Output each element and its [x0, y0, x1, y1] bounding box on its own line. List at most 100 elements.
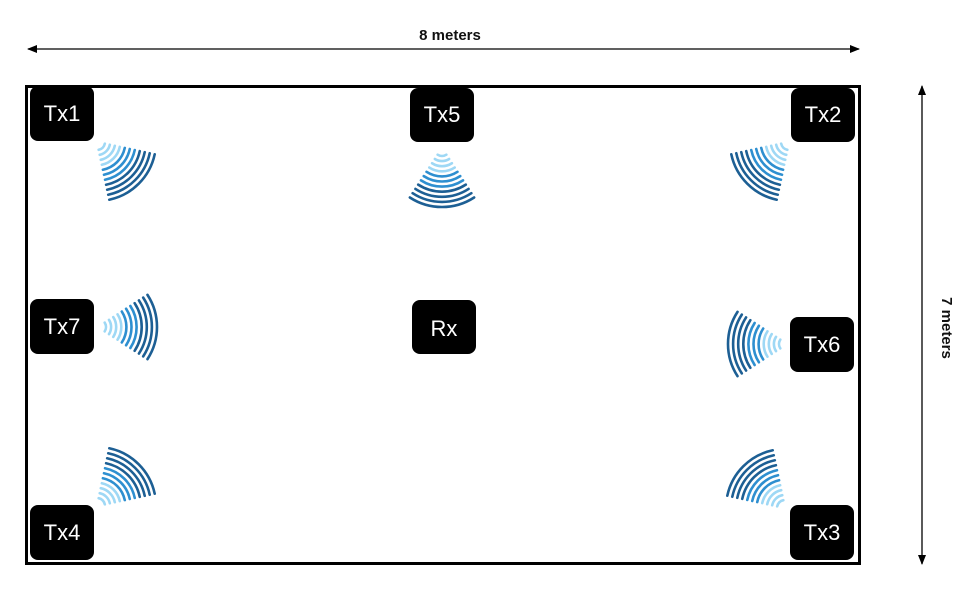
signal-wave-arc [106, 151, 152, 197]
signal-wave-arc [133, 301, 143, 353]
signal-wave-arc [98, 143, 112, 157]
transmitter-tx5: Tx5 [410, 88, 474, 142]
signal-wave-arc [102, 471, 132, 501]
signal-wave-arc [141, 296, 154, 358]
signal-wave-arc [101, 476, 127, 502]
signal-wave-arc [749, 148, 783, 182]
transmitter-tx4: Tx4 [30, 505, 94, 560]
signal-waves-icon [97, 142, 157, 202]
signal-wave-arc [754, 147, 784, 177]
signal-wave-arc [100, 145, 122, 167]
transmitter-label: Tx6 [804, 332, 841, 357]
signal-wave-arc [100, 481, 122, 503]
signal-wave-arc [729, 152, 779, 202]
transmitter-label: Tx5 [424, 102, 461, 127]
signal-wave-arc [428, 166, 456, 173]
height-dimension-label: 7 meters [938, 297, 955, 359]
transmitter-tx2: Tx2 [791, 88, 855, 142]
room-boundary [25, 85, 861, 565]
receiver-rx: Rx [412, 300, 476, 354]
signal-wave-arc [765, 488, 783, 506]
transmitter-tx6: Tx6 [790, 317, 854, 372]
signal-wave-arc [124, 307, 133, 347]
signal-wave-arc [104, 149, 142, 187]
signal-wave-arc [419, 179, 465, 188]
signal-waves-icon [726, 310, 782, 378]
transmitter-label: Tx3 [804, 520, 841, 545]
signal-waves-icon [729, 142, 789, 202]
signal-wave-arc [770, 493, 784, 507]
signal-wave-arc [769, 144, 787, 162]
signal-wave-arc [99, 486, 117, 504]
transmitter-label: Tx4 [44, 520, 81, 545]
transmitter-label: Tx2 [805, 102, 842, 127]
signal-wave-arc [745, 468, 779, 502]
signal-wave-arc [755, 478, 781, 504]
signal-wave-arc [726, 310, 739, 378]
signal-wave-arc [106, 451, 152, 497]
signal-wave-arc [767, 332, 774, 356]
signal-wave-arc [107, 446, 157, 496]
signal-wave-arc [730, 453, 776, 499]
signal-wave-arc [99, 144, 117, 162]
signal-wave-arc [764, 145, 786, 167]
transmitter-label: Tx1 [44, 101, 81, 126]
signal-wave-arc [120, 310, 128, 344]
signal-wave-arc [98, 491, 112, 505]
signal-wave-arc [425, 170, 459, 178]
signal-wave-arc [750, 473, 780, 503]
transmitter-label: Tx7 [44, 314, 81, 339]
signal-wave-arc [772, 335, 778, 353]
receiver-label: Rx [431, 316, 458, 341]
signal-wave-arc [433, 157, 451, 163]
signal-wave-arc [759, 146, 785, 172]
signal-wave-arc [760, 483, 782, 505]
signal-wave-arc [411, 191, 473, 204]
signal-wave-arc [747, 321, 756, 367]
signal-wave-arc [436, 153, 448, 158]
signal-wave-arc [742, 318, 752, 370]
signal-wave-arc [775, 498, 785, 508]
signal-wave-arc [107, 318, 113, 336]
signal-waves-icon [725, 448, 785, 508]
signal-wave-arc [739, 150, 781, 192]
signal-wave-arc [146, 293, 159, 361]
signal-wave-arc [408, 196, 476, 209]
signal-wave-arc [744, 149, 782, 187]
signal-wave-arc [757, 327, 765, 361]
signal-wave-arc [116, 313, 123, 341]
signal-wave-arc [101, 146, 127, 172]
signal-wave-arc [416, 183, 468, 193]
signal-wave-arc [779, 142, 789, 152]
signal-wave-arc [103, 321, 108, 333]
signal-wave-arc [762, 330, 769, 358]
signal-wave-arc [105, 456, 147, 498]
signal-waves-icon [408, 153, 476, 209]
signal-wave-arc [752, 324, 761, 364]
signal-wave-arc [731, 313, 744, 375]
signal-wave-arc [107, 152, 157, 202]
signal-wave-arc [105, 150, 147, 192]
transmitter-tx1: Tx1 [30, 86, 94, 141]
width-dimension-label: 8 meters [419, 27, 481, 44]
signal-wave-arc [725, 448, 775, 498]
signal-wave-arc [103, 466, 137, 500]
signal-wave-arc [414, 187, 470, 199]
signal-wave-arc [103, 148, 137, 182]
signal-wave-arc [104, 461, 142, 499]
signal-wave-arc [777, 338, 782, 350]
signal-wave-arc [111, 315, 118, 339]
signal-wave-arc [736, 316, 748, 372]
signal-wave-arc [422, 174, 462, 183]
transmitter-tx7: Tx7 [30, 299, 94, 354]
signal-wave-arc [430, 161, 454, 168]
signal-wave-arc [102, 147, 132, 177]
transmitter-tx3: Tx3 [790, 505, 854, 560]
signal-wave-arc [740, 463, 778, 501]
signal-waves-icon [97, 446, 157, 506]
signal-wave-arc [137, 299, 149, 355]
signal-wave-arc [734, 151, 780, 197]
signal-wave-arc [97, 142, 107, 152]
signal-wave-arc [97, 496, 107, 506]
